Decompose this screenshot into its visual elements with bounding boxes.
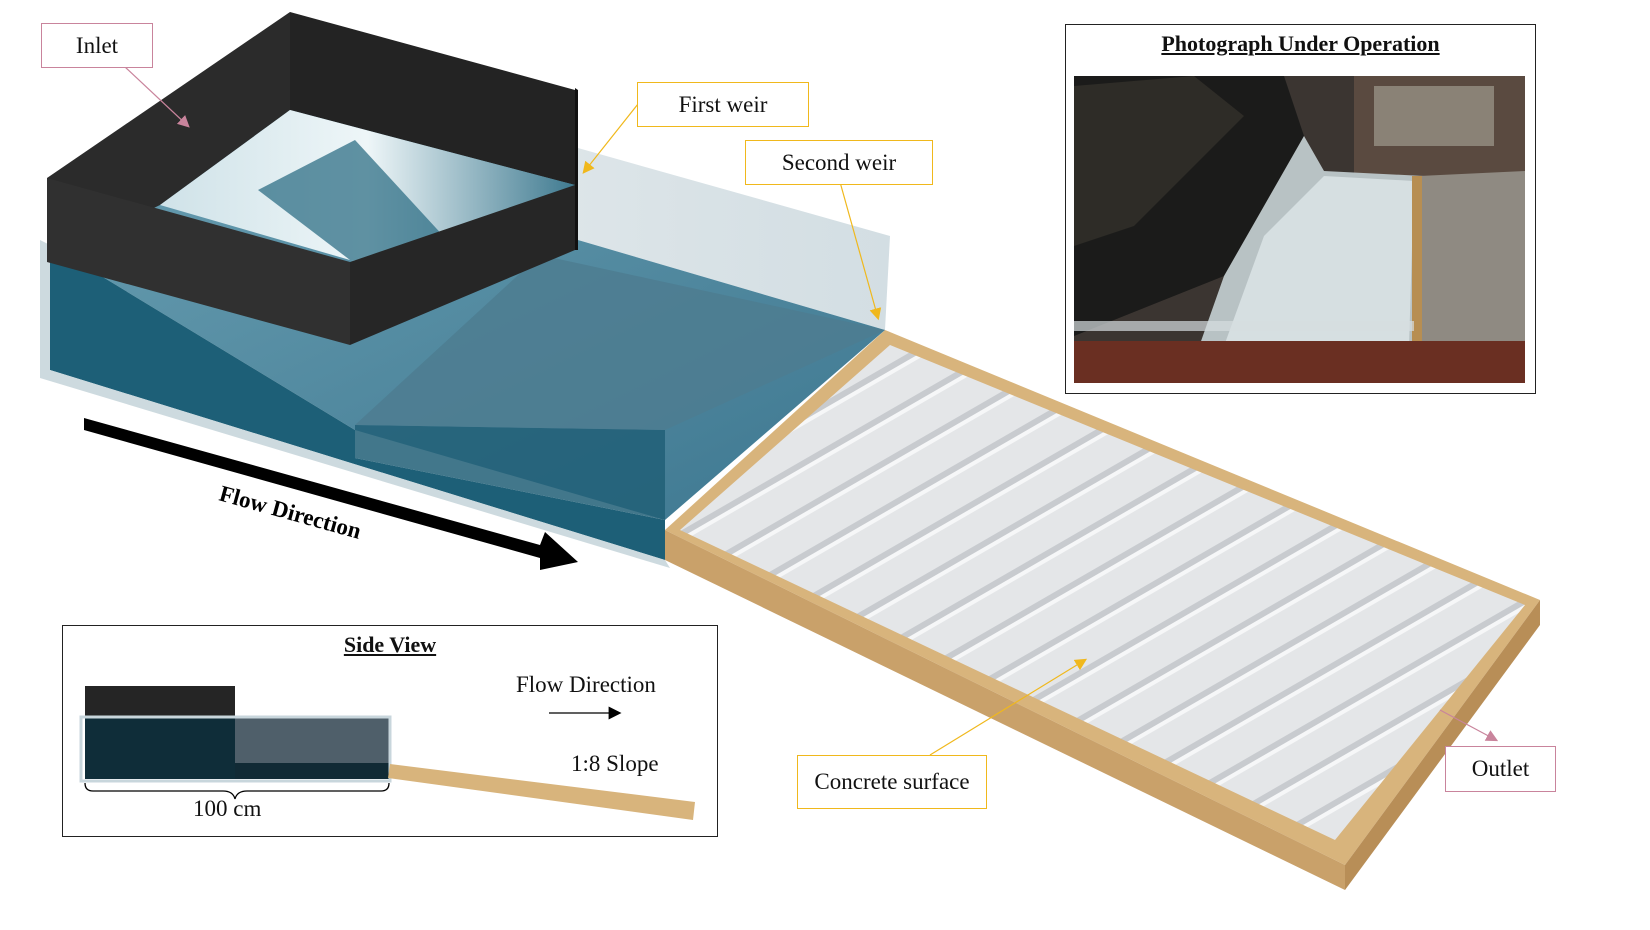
flow-direction-arrow [84, 418, 578, 570]
wood-frame-front-side [665, 530, 1345, 890]
side-tank-water [235, 717, 390, 763]
water-step [355, 425, 665, 520]
inlet-leader [123, 65, 190, 128]
back-glass [578, 148, 890, 330]
side-flow-direction-label: Flow Direction [516, 672, 656, 697]
side-tank-bottom [235, 763, 390, 779]
concrete-surface-label: Concrete surface [814, 769, 970, 794]
side-view-drawing [79, 686, 695, 820]
concrete-channel [665, 330, 1540, 890]
side-view-panel: Side View Flow Direction 1:8 Slope 100 c… [62, 625, 718, 837]
wood-frame-end [1345, 600, 1540, 890]
inlet-inner-water [258, 140, 470, 265]
inlet-front-wall [350, 185, 575, 345]
side-glass-outline [79, 715, 392, 783]
inlet-left-wall [47, 178, 350, 345]
length-brace [84, 782, 390, 800]
concrete-surface-callout: Concrete surface [797, 755, 987, 809]
side-inlet-water [85, 717, 235, 779]
side-inlet-wall [85, 686, 235, 718]
water-front [50, 245, 665, 560]
inlet-back-wall-right [290, 12, 575, 185]
photograph-panel: Photograph Under Operation [1065, 24, 1536, 394]
inlet-box [47, 12, 578, 345]
second-weir-label: Second weir [781, 149, 897, 175]
side-length-label: 100 cm [193, 796, 262, 821]
first-weir-callout: First weir [637, 82, 809, 127]
side-slope-ramp [388, 764, 695, 820]
water-step-top [355, 255, 885, 430]
inlet-right-rim [575, 88, 578, 250]
first-weir-leader [582, 103, 639, 174]
second-weir-leader [839, 181, 882, 321]
concrete-leader [929, 658, 1088, 756]
side-view-title: Side View [343, 632, 437, 657]
outlet-callout: Outlet [1445, 746, 1556, 792]
inlet-label: Inlet [75, 32, 119, 58]
side-slope-label: 1:8 Slope [571, 751, 659, 776]
second-weir-callout: Second weir [745, 140, 933, 185]
inlet-callout: Inlet [41, 23, 153, 68]
concrete-ribbed-surface [680, 345, 1525, 840]
outlet-label: Outlet [1471, 756, 1530, 781]
photograph-panel-title: Photograph Under Operation [1161, 31, 1440, 56]
first-weir-label: First weir [678, 91, 768, 117]
operation-photograph [1074, 76, 1525, 383]
outlet-leader [1439, 709, 1499, 742]
